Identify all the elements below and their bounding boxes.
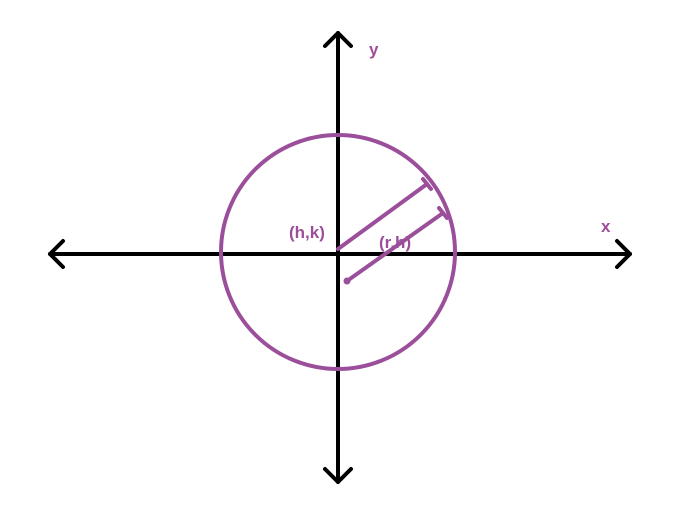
y-axis-bottom-arrow-icon	[323, 467, 353, 484]
y-axis-label: y	[369, 40, 379, 59]
y-axis-top-arrow-icon	[323, 31, 353, 48]
radius-segment	[336, 182, 429, 251]
radius-length-marker-dot	[343, 277, 351, 285]
center-label: (h,k)	[289, 223, 325, 242]
x-axis-label: x	[601, 217, 611, 236]
circle	[219, 133, 457, 371]
y-axis	[323, 31, 353, 484]
radius-end-tick	[421, 177, 433, 191]
radius-label: (r,h)	[379, 233, 411, 252]
radius-length-marker	[345, 211, 445, 283]
x-axis-right-arrow-icon	[615, 239, 632, 269]
x-axis-left-arrow-icon	[48, 239, 65, 269]
radius-length-marker-tick	[437, 206, 449, 220]
